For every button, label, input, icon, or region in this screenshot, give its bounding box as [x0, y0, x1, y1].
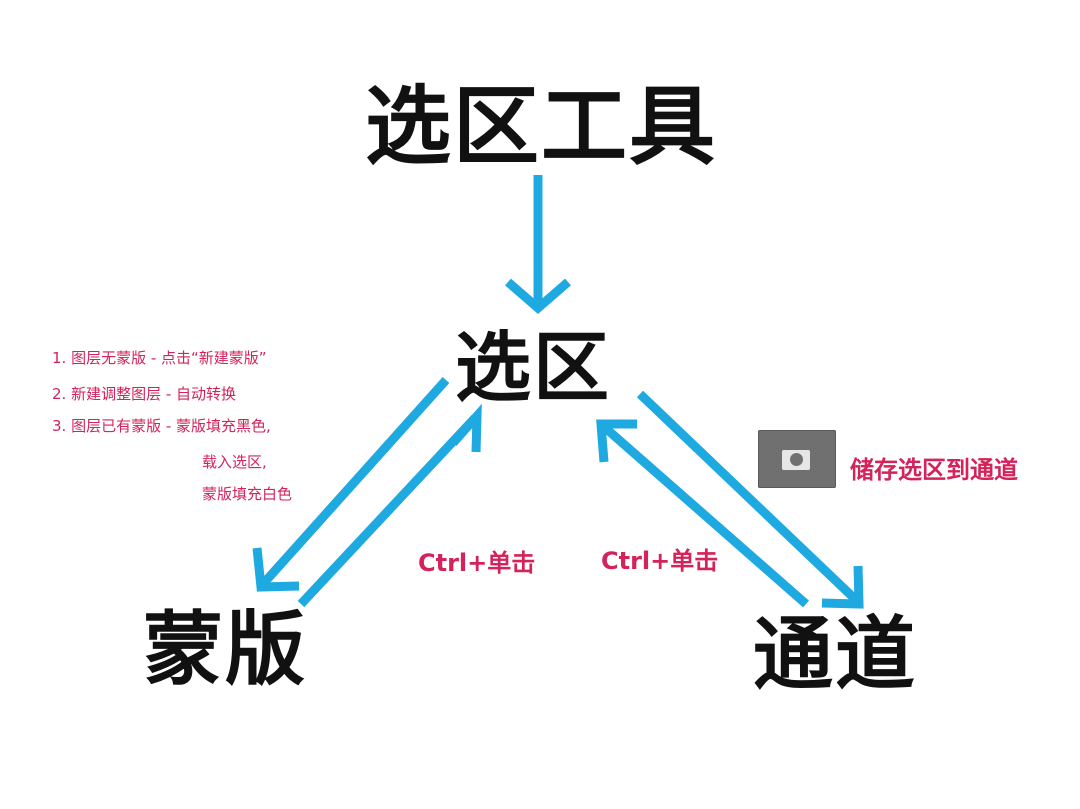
label-channel-ctrl-click: Ctrl+单击: [601, 547, 719, 575]
arrow-tools-to-selection: [505, 175, 571, 314]
step-1: 1. 图层无蒙版 - 点击“新建蒙版”: [52, 349, 267, 367]
node-mask: 蒙版: [143, 603, 307, 696]
node-selection: 选区: [455, 323, 611, 412]
arrow-selection-to-mask: [252, 376, 450, 592]
step-3: 3. 图层已有蒙版 - 蒙版填充黑色,: [52, 417, 271, 435]
label-save-selection-to-channel: 储存选区到通道: [850, 456, 1018, 484]
arrow-mask-to-selection: [297, 403, 482, 608]
step-2: 2. 新建调整图层 - 自动转换: [52, 385, 237, 403]
step-3-continued-2: 蒙版填充白色: [202, 485, 293, 503]
arrow-selection-to-channel: [636, 390, 864, 609]
save-selection-as-channel-icon: [758, 430, 836, 488]
label-mask-ctrl-click: Ctrl+单击: [418, 549, 536, 577]
arrow-channel-to-selection: [596, 419, 809, 608]
node-selection-tools: 选区工具: [365, 77, 717, 177]
node-channel: 通道: [753, 608, 917, 701]
step-3-continued-1: 载入选区,: [202, 453, 267, 471]
